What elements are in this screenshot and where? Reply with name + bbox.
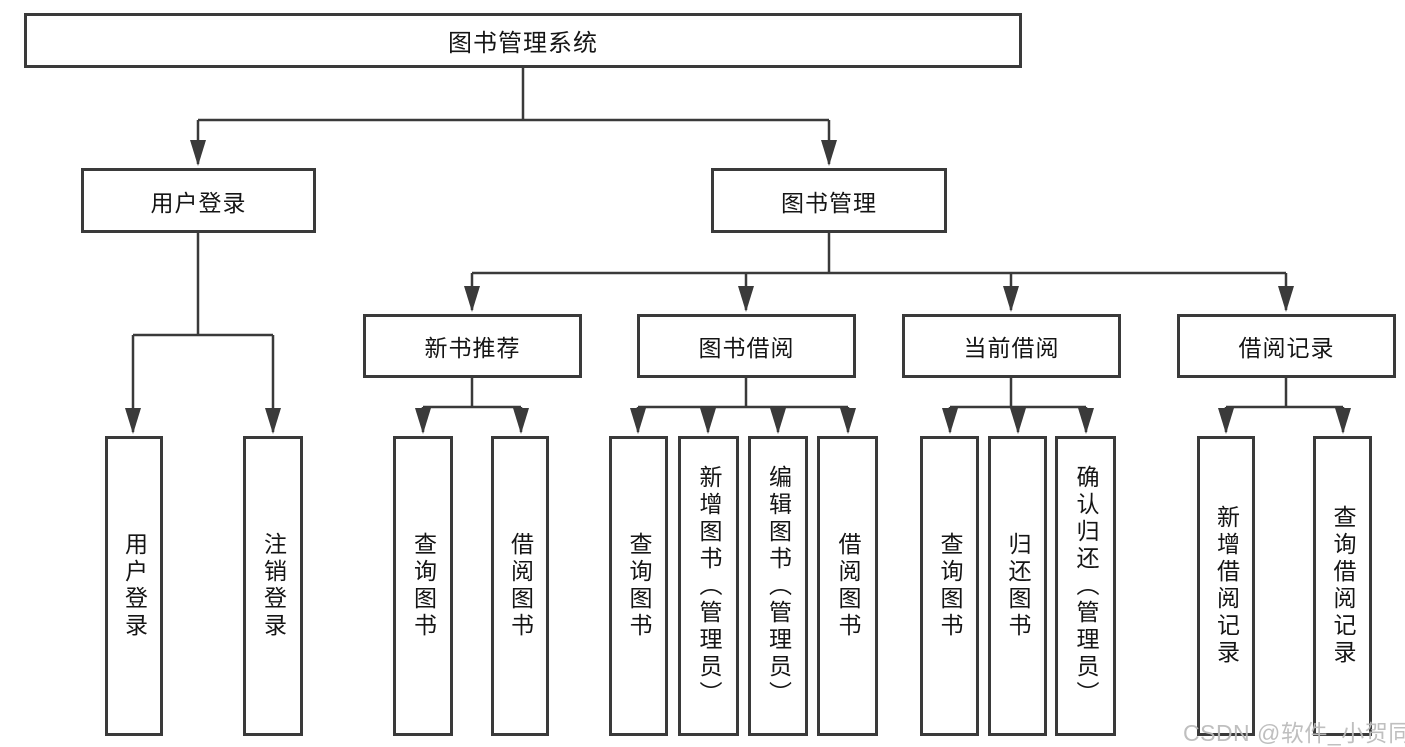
connector-user-login-to-leaves (125, 233, 281, 434)
leaf-confirm-return-admin: 确认归还（管理员） (1055, 436, 1116, 736)
leaf-add-book-admin: 新增图书（管理员） (678, 436, 739, 736)
node-label: 查询图书 (626, 532, 652, 640)
leaf-query-borrow-record: 查询借阅记录 (1313, 436, 1372, 736)
node-book-borrow: 图书借阅 (637, 314, 856, 378)
leaf-recommend-query-book: 查询图书 (393, 436, 453, 736)
node-label: 借阅图书 (507, 532, 534, 640)
node-label: 新书推荐 (424, 335, 521, 361)
node-label: 图书借阅 (698, 335, 795, 361)
leaf-return-book: 归还图书 (988, 436, 1047, 736)
node-label: 注销登录 (260, 532, 287, 640)
node-book-management: 图书管理 (711, 168, 947, 233)
node-label: 当前借阅 (963, 335, 1060, 361)
node-label: 编辑图书（管理员） (765, 464, 792, 708)
connector-book-borrow-to-leaves (630, 378, 856, 434)
node-new-book-recommend: 新书推荐 (363, 314, 582, 378)
connector-book-management-to-level3 (464, 233, 1294, 312)
node-label: 查询图书 (410, 532, 437, 640)
node-label: 图书管理系统 (448, 30, 598, 57)
node-label: 新增借阅记录 (1213, 505, 1240, 667)
node-user-login: 用户登录 (81, 168, 316, 233)
node-label: 新增图书（管理员） (696, 464, 722, 708)
leaf-user-login: 用户登录 (105, 436, 163, 736)
leaf-current-query-book: 查询图书 (920, 436, 979, 736)
node-borrow-records: 借阅记录 (1177, 314, 1396, 378)
node-label: 用户登录 (150, 189, 247, 216)
csdn-watermark: CSDN @软件_小贺同学 (1183, 720, 1405, 746)
node-label: 借阅图书 (835, 532, 861, 640)
node-label: 用户登录 (121, 532, 148, 640)
connector-new-book-recommend-to-leaves (415, 378, 529, 434)
node-current-borrow: 当前借阅 (902, 314, 1121, 378)
node-label: 借阅记录 (1238, 335, 1335, 361)
node-label: 查询图书 (937, 532, 963, 640)
leaf-recommend-borrow-book: 借阅图书 (491, 436, 549, 736)
leaf-logout: 注销登录 (243, 436, 303, 736)
connector-borrow-records-to-leaves (1218, 378, 1351, 434)
leaf-borrow-book: 借阅图书 (817, 436, 878, 736)
connector-root-to-level2 (190, 68, 837, 166)
node-label: 确认归还（管理员） (1073, 464, 1099, 708)
node-label: 查询借阅记录 (1330, 505, 1356, 667)
leaf-edit-book-admin: 编辑图书（管理员） (748, 436, 808, 736)
node-label: 图书管理 (781, 189, 877, 216)
node-label: 归还图书 (1005, 532, 1031, 640)
node-library-management-system: 图书管理系统 (24, 13, 1022, 68)
connector-current-borrow-to-leaves (942, 378, 1094, 434)
leaf-borrow-query-book: 查询图书 (609, 436, 668, 736)
leaf-add-borrow-record: 新增借阅记录 (1197, 436, 1255, 736)
